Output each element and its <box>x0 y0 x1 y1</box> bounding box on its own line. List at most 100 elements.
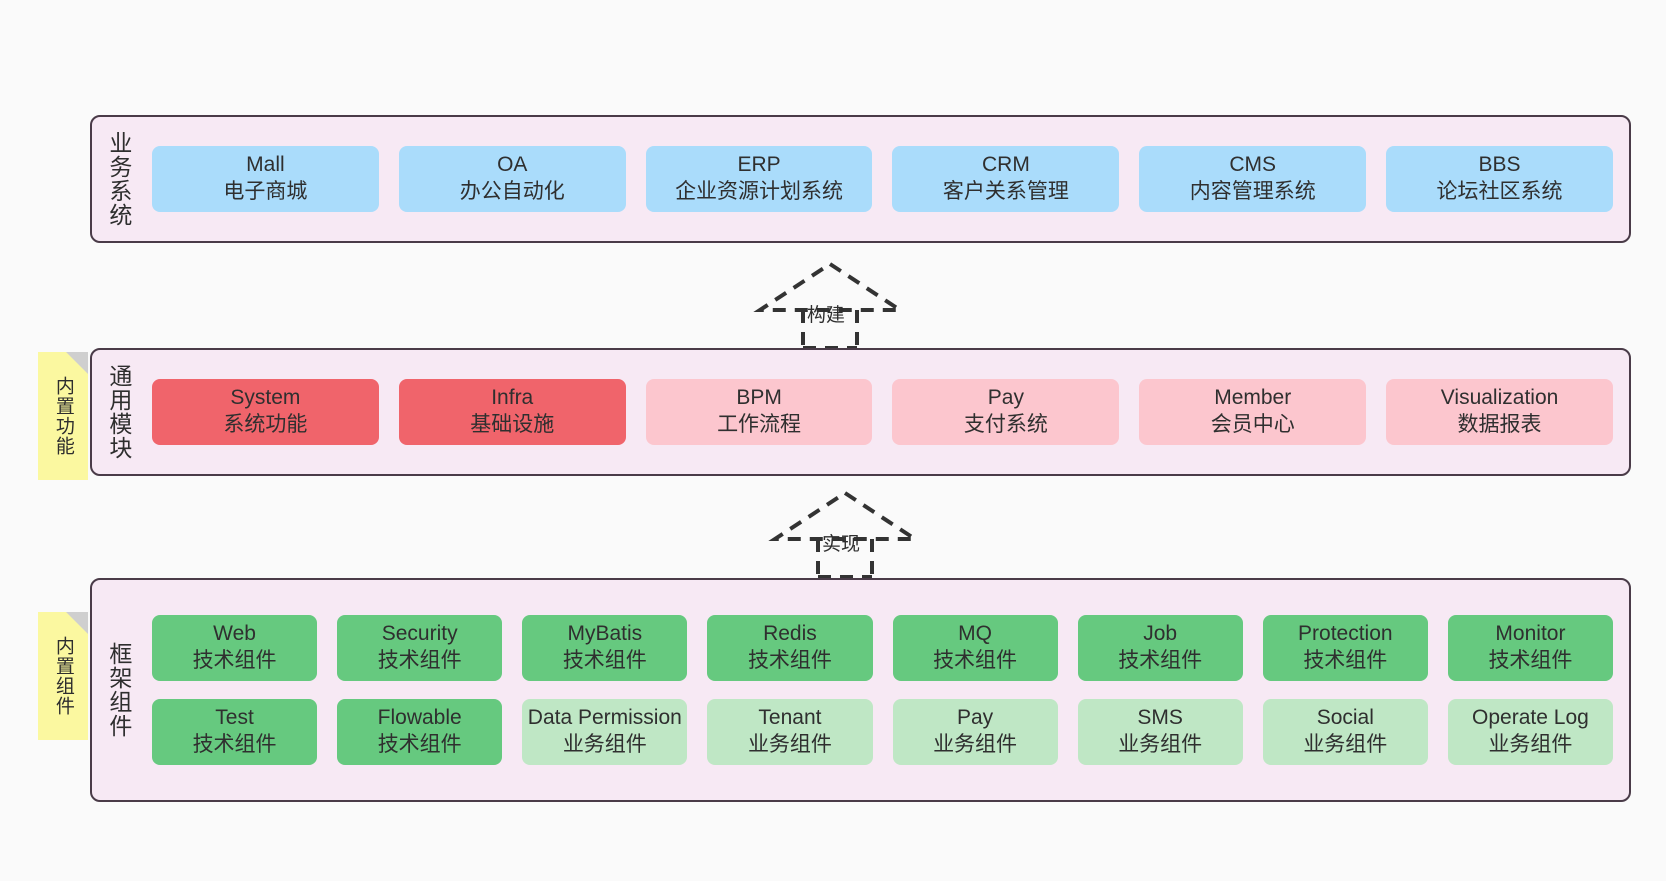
card-subtitle: 业务组件 <box>562 732 647 756</box>
card-title: Test <box>215 706 254 729</box>
card-subtitle: 业务组件 <box>1488 732 1573 756</box>
card-title: Web <box>213 622 256 646</box>
card-title: Pay <box>956 706 994 729</box>
layer-common-module: 通用模块 System 系统功能 Infra 基础设施 BPM 工作流程 Pay… <box>90 348 1631 476</box>
card-subtitle: 技术组件 <box>377 649 462 673</box>
card-subtitle: 论坛社区系统 <box>1436 180 1563 203</box>
card-subtitle: 电子商城 <box>223 180 308 203</box>
card-title: Redis <box>763 622 817 646</box>
card-title: CRM <box>981 153 1030 177</box>
card-row: Web 技术组件 Security 技术组件 MyBatis 技术组件 Redi… <box>152 615 1613 681</box>
card-job[interactable]: Job 技术组件 <box>1077 615 1243 681</box>
card-mybatis[interactable]: MyBatis 技术组件 <box>522 615 688 681</box>
card-title: ERP <box>737 153 781 177</box>
connector-implement-label: 实现 <box>822 534 861 555</box>
layer-body-framework-component: Web 技术组件 Security 技术组件 MyBatis 技术组件 Redi… <box>144 580 1629 800</box>
card-title: Flowable <box>377 706 462 729</box>
card-title: Operate Log <box>1472 706 1589 729</box>
connector-build-label: 构建 <box>807 305 846 326</box>
card-monitor[interactable]: Monitor 技术组件 <box>1447 615 1613 681</box>
card-subtitle: 技术组件 <box>747 649 832 673</box>
connector-build: 构建 <box>753 258 907 350</box>
card-subtitle: 支付系统 <box>963 413 1048 436</box>
layer-framework-component: 框架组件 Web 技术组件 Security 技术组件 MyBatis 技术组件… <box>90 578 1631 802</box>
sticky-note-builtin-component: 内置组件 <box>38 612 88 740</box>
card-title: Social <box>1316 706 1374 729</box>
card-row: System 系统功能 Infra 基础设施 BPM 工作流程 Pay 支付系统… <box>152 379 1613 445</box>
card-protection[interactable]: Protection 技术组件 <box>1262 615 1428 681</box>
card-title: SMS <box>1137 706 1183 729</box>
card-web[interactable]: Web 技术组件 <box>152 615 318 681</box>
card-flowable[interactable]: Flowable 技术组件 <box>337 699 503 765</box>
card-social[interactable]: Social 业务组件 <box>1262 699 1428 765</box>
arrowhead-triangle-icon <box>768 490 922 541</box>
card-visualization[interactable]: Visualization 数据报表 <box>1386 379 1613 445</box>
card-cms[interactable]: CMS 内容管理系统 <box>1139 146 1367 212</box>
card-subtitle: 会员中心 <box>1210 413 1295 436</box>
card-subtitle: 内容管理系统 <box>1189 180 1316 203</box>
layer-body-business-system: Mall 电子商城 OA 办公自动化 ERP 企业资源计划系统 CRM 客户关系… <box>144 117 1629 241</box>
card-title: System <box>230 386 301 410</box>
card-title: BBS <box>1478 153 1521 177</box>
card-mall[interactable]: Mall 电子商城 <box>152 146 379 212</box>
card-title: Data Permission <box>527 706 682 729</box>
card-title: Monitor <box>1495 622 1566 646</box>
card-row: Test 技术组件 Flowable 技术组件 Data Permission … <box>152 699 1613 765</box>
card-test[interactable]: Test 技术组件 <box>152 699 318 765</box>
card-title: Mall <box>246 153 285 177</box>
layer-business-system: 业务系统 Mall 电子商城 OA 办公自动化 ERP 企业资源计划系统 CRM… <box>90 115 1631 243</box>
sticky-note-text: 内置功能 <box>52 376 74 456</box>
card-operate-log[interactable]: Operate Log 业务组件 <box>1447 699 1613 765</box>
card-subtitle: 客户关系管理 <box>942 180 1069 203</box>
card-subtitle: 技术组件 <box>1118 649 1203 673</box>
card-subtitle: 数据报表 <box>1457 413 1542 436</box>
card-member[interactable]: Member 会员中心 <box>1139 379 1367 445</box>
arrow-shaft-icon <box>816 539 874 579</box>
card-title: Member <box>1214 386 1292 410</box>
card-bpm[interactable]: BPM 工作流程 <box>645 379 873 445</box>
card-subtitle: 工作流程 <box>717 413 802 436</box>
layer-label-common-module: 通用模块 <box>105 364 132 460</box>
arrowhead-triangle-icon <box>753 261 907 312</box>
card-subtitle: 业务组件 <box>1118 732 1203 756</box>
card-infra[interactable]: Infra 基础设施 <box>398 379 626 445</box>
card-pay-business[interactable]: Pay 业务组件 <box>892 699 1058 765</box>
card-subtitle: 办公自动化 <box>459 180 565 203</box>
card-pay[interactable]: Pay 支付系统 <box>892 379 1120 445</box>
card-security[interactable]: Security 技术组件 <box>337 615 503 681</box>
card-subtitle: 技术组件 <box>192 649 277 673</box>
card-title: Infra <box>491 386 534 410</box>
card-title: Tenant <box>758 706 822 729</box>
card-redis[interactable]: Redis 技术组件 <box>707 615 873 681</box>
card-subtitle: 技术组件 <box>1488 649 1573 673</box>
card-title: Job <box>1143 622 1178 646</box>
card-title: MyBatis <box>567 622 643 646</box>
layer-label-framework-component: 框架组件 <box>105 642 132 738</box>
card-crm[interactable]: CRM 客户关系管理 <box>892 146 1120 212</box>
card-subtitle: 业务组件 <box>1303 732 1388 756</box>
card-mq[interactable]: MQ 技术组件 <box>892 615 1058 681</box>
card-title: Protection <box>1298 622 1393 646</box>
sticky-note-text: 内置组件 <box>52 636 74 716</box>
note-fold-corner-icon <box>66 352 88 374</box>
card-bbs[interactable]: BBS 论坛社区系统 <box>1386 146 1613 212</box>
card-title: Pay <box>987 386 1024 410</box>
card-subtitle: 企业资源计划系统 <box>675 180 844 203</box>
card-erp[interactable]: ERP 企业资源计划系统 <box>645 146 873 212</box>
card-subtitle: 基础设施 <box>470 413 555 436</box>
card-title: OA <box>497 153 528 177</box>
card-data-permission[interactable]: Data Permission 业务组件 <box>522 699 688 765</box>
note-fold-corner-icon <box>66 612 88 634</box>
layer-label-business-system: 业务系统 <box>105 131 132 227</box>
card-system[interactable]: System 系统功能 <box>152 379 379 445</box>
layer-body-common-module: System 系统功能 Infra 基础设施 BPM 工作流程 Pay 支付系统… <box>144 350 1629 474</box>
card-tenant[interactable]: Tenant 业务组件 <box>707 699 873 765</box>
card-subtitle: 技术组件 <box>377 732 462 756</box>
card-subtitle: 技术组件 <box>1303 649 1388 673</box>
card-subtitle: 技术组件 <box>562 649 647 673</box>
card-title: CMS <box>1229 153 1277 177</box>
card-title: MQ <box>958 622 992 646</box>
card-sms[interactable]: SMS 业务组件 <box>1077 699 1243 765</box>
card-oa[interactable]: OA 办公自动化 <box>398 146 626 212</box>
